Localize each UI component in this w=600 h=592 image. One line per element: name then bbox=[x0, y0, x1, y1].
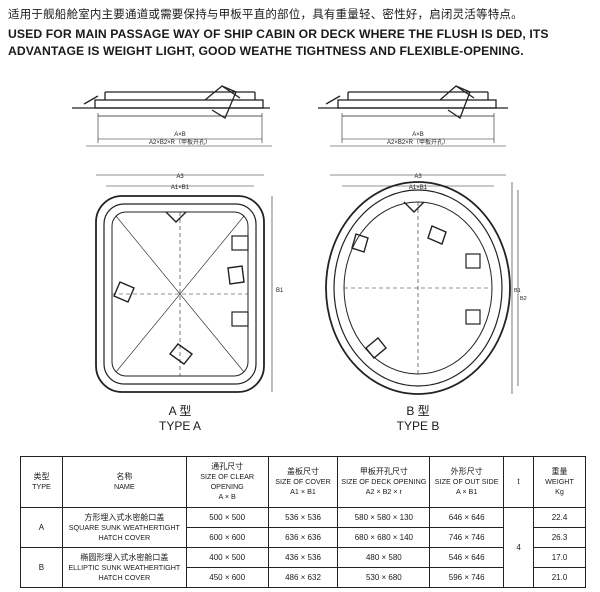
cell-type-a: A bbox=[20, 507, 63, 548]
table-cell: 636 × 636 bbox=[267, 527, 339, 548]
table-cell: 600 × 600 bbox=[185, 527, 269, 548]
type-a-cn: A 型 bbox=[168, 404, 192, 418]
type-a-plan-view bbox=[95, 174, 273, 393]
col-t: t bbox=[503, 456, 534, 508]
cell-type-b: B bbox=[20, 547, 63, 588]
header-english: USED FOR MAIN PASSAGE WAY OF SHIP CABIN … bbox=[8, 27, 549, 58]
type-b-caption: B 型 TYPE B bbox=[388, 404, 448, 434]
dim-label-a1b1-b: A1×B1 bbox=[409, 185, 428, 191]
table-cell: 21.0 bbox=[533, 567, 586, 588]
table-cell: 436 × 536 bbox=[267, 547, 339, 568]
type-a-side-view bbox=[72, 85, 272, 147]
table-cell: 596 × 746 bbox=[429, 567, 505, 588]
dim-label-b2-b: B2 bbox=[520, 296, 527, 302]
dim-label-axb-b: A×B bbox=[412, 132, 424, 138]
type-b-side-view bbox=[318, 85, 508, 147]
table-cell: 536 × 536 bbox=[267, 507, 339, 528]
table-row: 600 × 600 636 × 636 680 × 680 × 140 746 … bbox=[21, 527, 586, 548]
table-cell: 17.0 bbox=[533, 547, 586, 568]
table-cell: 500 × 500 bbox=[185, 507, 269, 528]
table-cell: 26.3 bbox=[533, 527, 586, 548]
table-cell: 450 × 600 bbox=[185, 567, 269, 588]
type-b-en: TYPE B bbox=[396, 419, 440, 433]
dim-label-a3-b: A3 bbox=[414, 174, 422, 180]
dim-label-b1-b: B1 bbox=[514, 288, 521, 294]
table-cell: 546 × 646 bbox=[429, 547, 505, 568]
dim-label-a2-b: A2×B2×R（甲板开孔） bbox=[387, 138, 449, 146]
type-a-caption: A 型 TYPE A bbox=[150, 404, 210, 434]
table-cell: 646 × 646 bbox=[429, 507, 505, 528]
table-cell: 480 × 580 bbox=[337, 547, 431, 568]
type-b-plan-view bbox=[325, 174, 519, 395]
table-cell: 680 × 680 × 140 bbox=[337, 527, 431, 548]
table-cell: 746 × 746 bbox=[429, 527, 505, 548]
technical-drawing: A×B A2×B2×R（甲板开孔） A×B A2×B2×R（甲板开孔） bbox=[72, 85, 527, 395]
cell-t: 4 bbox=[503, 507, 534, 588]
table-cell: 22.4 bbox=[533, 507, 586, 528]
type-b-cn: B 型 bbox=[406, 404, 430, 418]
table-cell: 400 × 500 bbox=[185, 547, 269, 568]
dim-label-b1-a: B1 bbox=[276, 288, 284, 294]
dim-label-a3: A3 bbox=[176, 174, 184, 180]
table-cell: 580 × 580 × 130 bbox=[337, 507, 431, 528]
dim-label-axb-a: A×B bbox=[174, 132, 186, 138]
dim-label-a2-a: A2×B2×R（甲板开孔） bbox=[149, 138, 211, 146]
dim-label-a1b1: A1×B1 bbox=[171, 185, 190, 191]
table-row: 450 × 600 486 × 632 530 × 680 596 × 746 … bbox=[21, 567, 586, 588]
type-a-en: TYPE A bbox=[158, 419, 202, 433]
table-cell: 486 × 632 bbox=[267, 567, 339, 588]
table-cell: 530 × 680 bbox=[337, 567, 431, 588]
header-chinese: 适用于舰船舱室内主要通道或需要保持与甲板平直的部位，具有重量轻、密性好，启闭灵活… bbox=[8, 9, 523, 21]
